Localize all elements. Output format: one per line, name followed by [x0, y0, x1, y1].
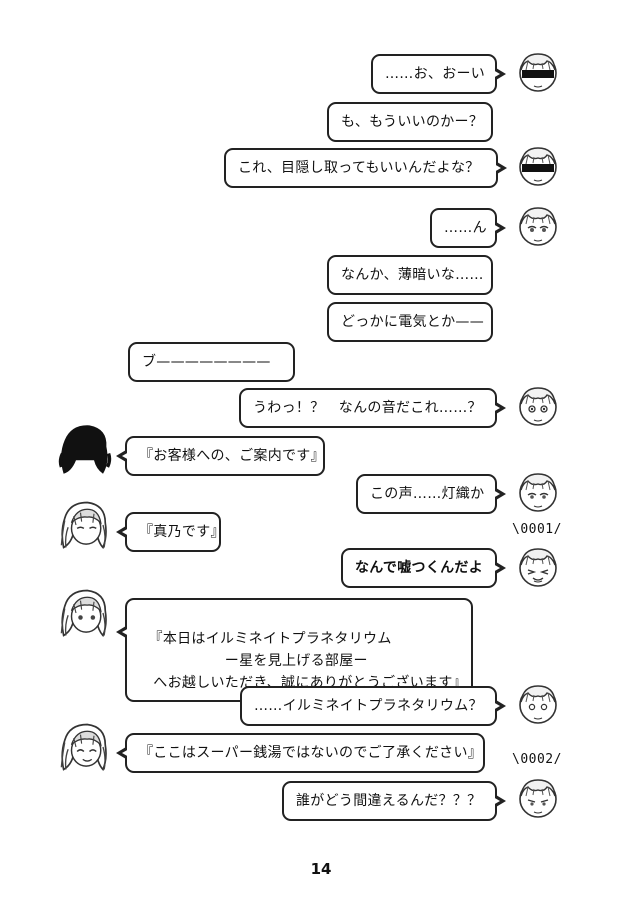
- blindfolded-boy-avatar-icon: [514, 48, 562, 96]
- speech-bubble: 『本日はイルミネイトプラネタリウム ー星を見上げる部屋ー へお越しいただき、誠に…: [116, 598, 473, 702]
- speech-bubble: ……お、おーい: [371, 54, 506, 94]
- bubble-text: ……ん: [444, 220, 487, 236]
- speech-bubble: どっかに電気とか——: [327, 302, 493, 342]
- counter-badge: \0001/: [512, 522, 562, 537]
- bubble-text: ……イルミネイトプラネタリウム？: [254, 698, 483, 714]
- blindfolded-boy-avatar-icon: [514, 142, 562, 190]
- bubble-text: うわっ！？ なんの音だこれ……？: [253, 400, 482, 416]
- speech-bubble: なんか、薄暗いな……: [327, 255, 493, 295]
- bubble-text: 誰がどう間違えるんだ？？？: [296, 793, 482, 809]
- page-number: 14: [310, 860, 332, 878]
- long-hair-girl-avatar-icon: [58, 496, 112, 554]
- speech-bubble: 『ここはスーパー銭湯ではないのでご了承ください』: [116, 733, 485, 773]
- silhouette-girl-avatar-icon: [58, 425, 112, 474]
- smiling-girl-avatar-icon: [58, 718, 112, 776]
- speech-bubble: も、もういいのかー？: [327, 102, 493, 142]
- speech-bubble: うわっ！？ なんの音だこれ……？: [239, 388, 506, 428]
- counter-badge: \0002/: [512, 752, 562, 767]
- speech-bubble: ブ————————: [128, 342, 295, 382]
- bubble-text: 『お客様への、ご案内です』: [139, 448, 325, 464]
- grinning-boy-avatar-icon: [514, 543, 562, 591]
- speech-bubble: 『お客様への、ご案内です』: [116, 436, 325, 476]
- speech-bubble: 『真乃です』: [116, 512, 225, 552]
- speech-bubble: 誰がどう間違えるんだ？？？: [282, 781, 506, 821]
- bubble-text: どっかに電気とか——: [341, 314, 484, 330]
- speech-bubble: ……イルミネイトプラネタリウム？: [240, 686, 506, 726]
- bubble-text: 『ここはスーパー銭湯ではないのでご了承ください』: [139, 745, 483, 761]
- bubble-text: これ、目隠し取ってもいいんだよな？: [238, 160, 480, 176]
- speech-bubble: これ、目隠し取ってもいいんだよな？: [224, 148, 507, 188]
- long-hair-girl-avatar-icon: [58, 584, 112, 642]
- speech-bubble: この声……灯織か: [356, 474, 506, 514]
- bubble-text: 『本日はイルミネイトプラネタリウム ー星を見上げる部屋ー へお越しいただき、誠に…: [148, 631, 467, 691]
- boy-avatar-icon: [514, 680, 562, 728]
- bubble-text: ……お、おーい: [385, 66, 486, 82]
- bubble-text: なんで嘘つくんだよ: [355, 560, 483, 576]
- bubble-text: なんか、薄暗いな……: [341, 267, 484, 283]
- boy-avatar-icon: [514, 202, 562, 250]
- bubble-text: この声……灯織か: [370, 486, 485, 502]
- boy-avatar-icon: [514, 382, 562, 430]
- boy-avatar-icon: [514, 774, 562, 822]
- speech-bubble: ……ん: [430, 208, 506, 248]
- bubble-text: ブ————————: [142, 354, 271, 370]
- bubble-text: 『真乃です』: [139, 524, 225, 540]
- speech-bubble: なんで嘘つくんだよ: [341, 548, 506, 588]
- boy-avatar-icon: [514, 468, 562, 516]
- bubble-text: も、もういいのかー？: [341, 114, 484, 130]
